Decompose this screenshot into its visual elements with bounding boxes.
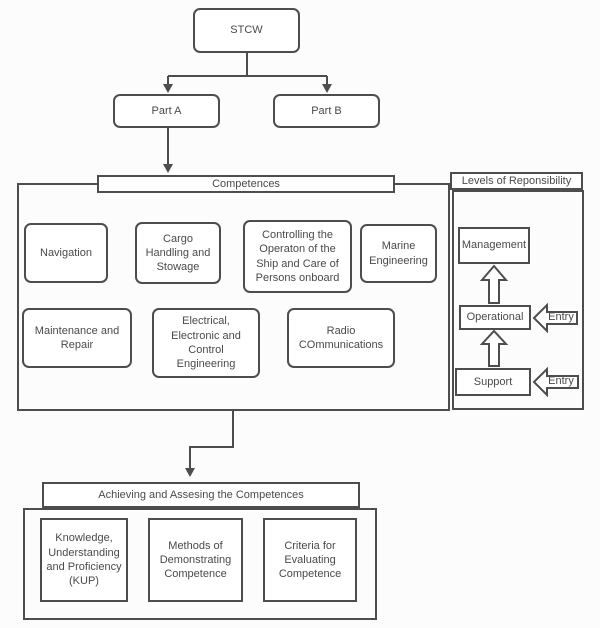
node-radio-communications: Radio COmmunications	[287, 308, 395, 368]
competences-header: Competences	[97, 175, 395, 193]
node-navigation: Navigation	[24, 223, 108, 283]
achieving-container	[23, 508, 377, 620]
node-electrical-engineering: Electrical, Electronic and Control Engin…	[152, 308, 260, 378]
responsibility-header: Levels of Reponsibility	[450, 172, 583, 190]
node-management: Management	[458, 227, 530, 264]
entry-label-operational: Entry	[548, 311, 574, 323]
node-operational: Operational	[459, 305, 531, 330]
competences-to-achieving-line	[189, 411, 234, 468]
responsibility-container	[452, 190, 584, 410]
node-part-b: Part B	[273, 94, 380, 128]
node-maintenance-repair: Maintenance and Repair	[22, 308, 132, 368]
node-methods-demonstrating: Methods of Demonstrating Competence	[148, 518, 243, 602]
arrowhead-competences	[163, 164, 173, 173]
node-marine-engineering: Marine Engineering	[360, 224, 437, 283]
node-part-a: Part A	[113, 94, 220, 128]
arrowhead-achieving	[185, 468, 195, 477]
node-controlling-operation: Controlling the Operaton of the Ship and…	[243, 220, 352, 293]
node-criteria-evaluating: Criteria for Evaluating Competence	[263, 518, 357, 602]
node-support: Support	[455, 368, 531, 396]
achieving-header: Achieving and Assesing the Competences	[42, 482, 360, 508]
arrowhead-part-b	[322, 84, 332, 93]
node-kup: Knowledge, Understanding and Proficiency…	[40, 518, 128, 602]
node-stcw: STCW	[193, 8, 300, 53]
arrowhead-part-a	[163, 84, 173, 93]
entry-label-support: Entry	[548, 375, 574, 387]
node-cargo-handling: Cargo Handling and Stowage	[135, 222, 221, 284]
